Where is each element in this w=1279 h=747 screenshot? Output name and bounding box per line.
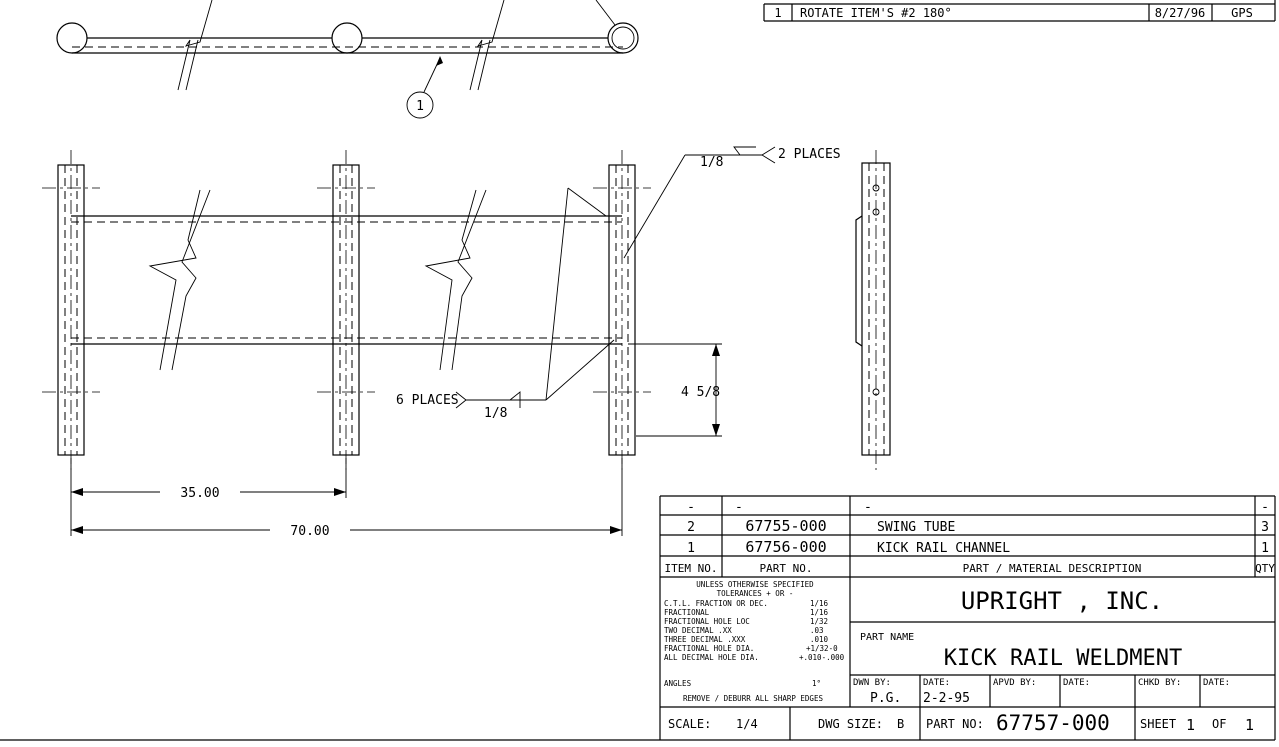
bom-header-part: PART NO.: [760, 562, 813, 575]
tolerance-value-0: 1/16: [810, 599, 829, 608]
front-view: 1/8 2 PLACES 6 PLACES 1/8 4 5/8 35.00 70…: [42, 146, 841, 539]
bom-header-item: ITEM NO.: [665, 562, 718, 575]
sheet-value: 1: [1186, 716, 1195, 734]
apvd-by-label: APVD BY:: [993, 678, 1036, 688]
title-block: [0, 495, 1276, 741]
tolerance-value-2: 1/32: [810, 617, 828, 626]
tolerance-label-6: ALL DECIMAL HOLE DIA.: [664, 653, 759, 662]
bom-row-0-desc: -: [864, 500, 872, 515]
bom-header-desc: PART / MATERIAL DESCRIPTION: [963, 562, 1142, 575]
dimension-70: 70.00: [290, 524, 329, 539]
bom-row-2-part: 67756-000: [745, 538, 826, 556]
part-name-label: PART NAME: [860, 632, 914, 643]
title-block-text: UPRIGHT , INC. PART NAME KICK RAIL WELDM…: [668, 587, 1254, 735]
part-no-value: 67757-000: [996, 711, 1110, 735]
date: 2-2-95: [923, 691, 970, 706]
tolerances-title-1: UNLESS OTHERWISE SPECIFIED: [696, 580, 814, 589]
tolerances-footer: REMOVE / DEBURR ALL SHARP EDGES: [683, 694, 823, 703]
revision-description: ROTATE ITEM'S #2 180°: [800, 6, 952, 20]
bom-row-1-qty: 3: [1261, 520, 1269, 535]
of-label: OF: [1212, 717, 1226, 731]
side-view: [855, 150, 891, 470]
tolerance-value-1: 1/16: [810, 608, 829, 617]
scale-label: SCALE:: [668, 717, 711, 731]
item-balloon: [406, 91, 434, 119]
bom-row-0-part: -: [735, 500, 743, 515]
of-value: 1: [1245, 716, 1254, 734]
dwg-size-value: B: [897, 717, 904, 731]
part-no-label: PART NO:: [926, 717, 984, 731]
dwn-by: P.G.: [870, 691, 901, 706]
revision-date: 8/27/96: [1155, 6, 1206, 20]
date3-label: DATE:: [1203, 678, 1230, 688]
part-name: KICK RAIL WELDMENT: [944, 646, 1182, 671]
weld-bottom-places: 6 PLACES: [396, 393, 459, 408]
revision-number: 1: [774, 6, 781, 20]
bom-header-qty: QTY: [1255, 562, 1275, 575]
weld-top-places: 2 PLACES: [778, 147, 841, 162]
tolerance-label-3: TWO DECIMAL .XX: [664, 626, 732, 635]
tolerance-label-5: FRACTIONAL HOLE DIA.: [664, 644, 754, 653]
tolerance-value-7: 1°: [812, 679, 821, 688]
bom-row-2-desc: KICK RAIL CHANNEL: [877, 541, 1010, 556]
revision-block: 1 ROTATE ITEM'S #2 180° 8/27/96 GPS: [763, 0, 1276, 22]
date2-label: DATE:: [1063, 678, 1090, 688]
tolerance-value-3: .03: [810, 626, 824, 635]
revision-by: GPS: [1231, 6, 1253, 20]
height-dimension: 4 5/8: [681, 385, 720, 400]
dwg-size-label: DWG SIZE:: [818, 717, 883, 731]
tolerance-label-2: FRACTIONAL HOLE LOC: [664, 617, 750, 626]
tolerances-title-2: TOLERANCES + OR -: [717, 589, 794, 598]
chkd-by-label: CHKD BY:: [1138, 678, 1181, 688]
bom-row-2-qty: 1: [1261, 541, 1269, 556]
bom-row-1-desc: SWING TUBE: [877, 520, 955, 535]
dwn-by-label: DWN BY:: [853, 678, 891, 688]
bom-row-0-qty: -: [1261, 500, 1269, 515]
tolerances-block: UNLESS OTHERWISE SPECIFIED TOLERANCES + …: [664, 580, 845, 703]
item-balloon-label: 1: [416, 99, 424, 114]
dimension-35: 35.00: [180, 486, 219, 501]
sheet-label: SHEET: [1140, 717, 1176, 731]
bill-of-materials: - - - - 2 67755-000 SWING TUBE 3 1 67756…: [665, 500, 1276, 575]
bom-row-1-item: 2: [687, 520, 695, 535]
date-label: DATE:: [923, 678, 950, 688]
tolerance-value-5: +1/32-0: [806, 644, 838, 653]
tolerance-label-7: ANGLES: [664, 679, 692, 688]
company-name: UPRIGHT , INC.: [961, 587, 1163, 615]
bom-row-1-part: 67755-000: [745, 517, 826, 535]
top-view: 1: [56, 0, 639, 119]
tolerance-label-4: THREE DECIMAL .XXX: [664, 635, 746, 644]
bom-row-2-item: 1: [687, 541, 695, 556]
tolerance-label-0: C.T.L. FRACTION OR DEC.: [664, 599, 768, 608]
weld-bottom-size: 1/8: [484, 406, 507, 421]
tolerance-label-1: FRACTIONAL: [664, 608, 710, 617]
scale-value: 1/4: [736, 717, 758, 731]
bom-row-0-item: -: [687, 500, 695, 515]
weld-top-size: 1/8: [700, 155, 723, 170]
tolerance-value-6: +.010-.000: [799, 653, 845, 662]
tolerance-value-4: .010: [810, 635, 829, 644]
